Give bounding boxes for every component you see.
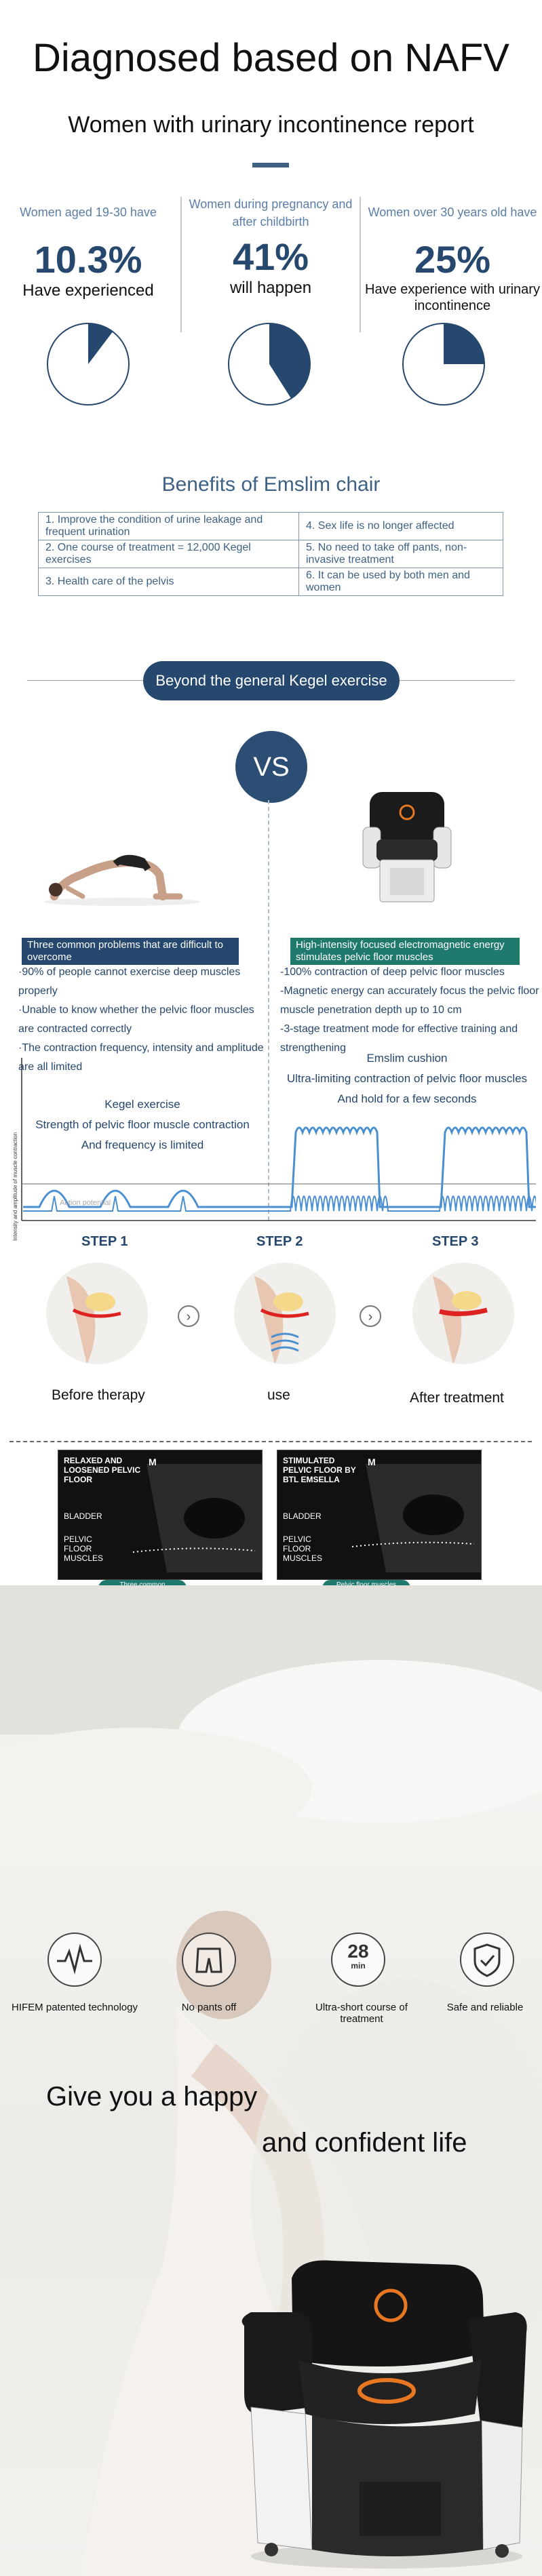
stat-description: Have experience with urinary incontinenc… xyxy=(365,282,540,313)
phase-label-use: use xyxy=(267,1387,290,1403)
stat-value: 41% xyxy=(232,235,309,278)
pie-chart-1 xyxy=(47,323,130,405)
report-subtitle: Women with urinary incontinence report xyxy=(68,112,474,138)
benefit-cell: 4. Sex life is no longer affected xyxy=(298,512,503,540)
table-row: 1. Improve the condition of urine leakag… xyxy=(38,512,503,540)
benefit-cell: 1. Improve the condition of urine leakag… xyxy=(38,512,299,540)
right-point: -Magnetic energy can accurately focus th… xyxy=(280,985,539,1016)
left-chart-title: Kegel exercise xyxy=(104,1098,180,1111)
table-row: 3. Health care of the pelvis 6. It can b… xyxy=(38,568,503,596)
benefit-cell: 3. Health care of the pelvis xyxy=(38,568,299,596)
emslim-chair-illustration xyxy=(362,792,452,903)
stat-column-1: Women aged 19-30 have 10.3% Have experie… xyxy=(3,203,173,300)
pie-chart-3 xyxy=(402,323,485,405)
left-chart-line: And frequency is limited xyxy=(81,1138,204,1151)
y-axis-label-box: Intensity and amplitude of muscle contra… xyxy=(12,1112,20,1241)
ultrasound-card-stimulated: STIMULATED PELVIC FLOOR BY BTL EMSELLA M… xyxy=(277,1450,482,1580)
next-arrow-button[interactable]: › xyxy=(360,1305,381,1327)
stat-value: 25% xyxy=(414,238,491,281)
contraction-waveform-graph xyxy=(21,1058,536,1221)
comparison-divider xyxy=(268,800,269,1221)
stat-column-2: Women during pregnancy and after childbi… xyxy=(186,197,355,298)
left-point: ·The contraction frequency, intensity an… xyxy=(18,1042,264,1073)
benefit-cell: 6. It can be used by both men and women xyxy=(298,568,503,596)
pie-slice xyxy=(444,323,484,364)
table-row: 2. One course of treatment = 12,000 Kege… xyxy=(38,540,503,568)
stat-description: will happen xyxy=(229,279,312,297)
stat-value: 10.3% xyxy=(34,238,142,281)
use-illustration xyxy=(234,1263,336,1364)
stat-column-3: Women over 30 years old have 25% Have ex… xyxy=(364,203,541,314)
kegel-exercise-illustration xyxy=(44,854,200,906)
page-title: Diagnosed based on NAFV xyxy=(33,36,509,80)
column-divider xyxy=(180,197,182,332)
stat-caption: Women during pregnancy and after childbi… xyxy=(189,197,353,229)
step-label-1: STEP 1 xyxy=(81,1234,128,1249)
left-chart-caption: Kegel exercise Strength of pelvic floor … xyxy=(27,1094,258,1155)
ultrasound-header: RELAXED AND LOOSENED PELVIC FLOOR xyxy=(64,1456,141,1484)
pelvic-floor-label: PELVIC FLOOR MUSCLES xyxy=(283,1534,323,1563)
title-divider xyxy=(252,163,289,167)
brand-mark: M xyxy=(149,1457,157,1467)
left-point: ·Unable to know whether the pelvic floor… xyxy=(18,1004,254,1035)
pill-left-line xyxy=(27,680,143,681)
ultrasound-header: STIMULATED PELVIC FLOOR BY BTL EMSELLA xyxy=(283,1456,356,1484)
bladder-label: BLADDER xyxy=(64,1511,102,1521)
pill-right-line xyxy=(400,680,515,681)
right-solution-banner: High-intensity focused electromagnetic e… xyxy=(290,938,520,965)
next-arrow-button[interactable]: › xyxy=(178,1305,199,1327)
feature-label: Ultra-short course of treatment xyxy=(315,2002,408,2025)
bladder-label: BLADDER xyxy=(283,1511,322,1521)
benefits-title: Benefits of Emslim chair xyxy=(161,473,381,496)
left-problem-banner: Three common problems that are difficult… xyxy=(22,938,239,965)
ultrasound-card-relaxed: RELAXED AND LOOSENED PELVIC FLOOR M BLAD… xyxy=(58,1450,263,1580)
step-label-3: STEP 3 xyxy=(432,1234,479,1249)
left-points: ·90% of people cannot exercise deep musc… xyxy=(18,963,269,1077)
pants-icon xyxy=(182,1933,236,1987)
tagline-line-2: and confident life xyxy=(262,2128,467,2158)
before-therapy-illustration xyxy=(46,1263,148,1364)
pelvic-floor-label: PELVIC FLOOR MUSCLES xyxy=(64,1534,104,1563)
ultrasound-divider xyxy=(9,1441,532,1442)
phase-label-before: Before therapy xyxy=(52,1387,145,1403)
right-chart-title: Emslim cushion xyxy=(366,1052,448,1065)
stat-description: Have experienced xyxy=(22,281,154,300)
y-axis-label: Intensity and amplitude of muscle contra… xyxy=(12,1132,18,1241)
benefits-table: 1. Improve the condition of urine leakag… xyxy=(38,512,503,596)
pie-chart-2 xyxy=(228,323,311,405)
right-points: -100% contraction of deep pelvic floor m… xyxy=(280,963,541,1058)
feature-label: No pants off xyxy=(181,2002,237,2013)
stat-caption: Women aged 19-30 have xyxy=(20,205,157,219)
tagline-line-1: Give you a happy xyxy=(46,2082,258,2112)
stat-caption: Women over 30 years old have xyxy=(368,205,537,219)
timer-unit: min xyxy=(351,1961,366,1970)
left-point: ·90% of people cannot exercise deep musc… xyxy=(18,966,241,997)
right-point: -3-stage treatment mode for effective tr… xyxy=(280,1023,518,1054)
right-chart-line: And hold for a few seconds xyxy=(337,1092,477,1105)
step-label-2: STEP 2 xyxy=(256,1234,303,1249)
heartbeat-waveform-icon xyxy=(47,1933,102,1987)
brand-mark: M xyxy=(368,1457,376,1467)
benefit-cell: 5. No need to take off pants, non-invasi… xyxy=(298,540,503,568)
feature-label: HIFEM patented technology xyxy=(12,2002,138,2013)
shield-check-icon xyxy=(460,1933,514,1987)
right-chart-caption: Emslim cushion Ultra-limiting contractio… xyxy=(278,1048,536,1109)
left-chart-line: Strength of pelvic floor muscle contract… xyxy=(35,1118,250,1131)
pie-slice xyxy=(88,323,113,364)
after-treatment-illustration xyxy=(412,1263,514,1364)
timer-number: 28 xyxy=(347,1941,369,1962)
right-chart-line: Ultra-limiting contraction of pelvic flo… xyxy=(286,1072,528,1085)
section-pill: Beyond the general Kegel exercise xyxy=(143,661,400,700)
action-potential-label: Action potential xyxy=(60,1199,111,1207)
vs-badge: VS xyxy=(235,731,307,803)
feature-label: Safe and reliable xyxy=(446,2002,524,2013)
emslim-chair-product xyxy=(241,2260,527,2569)
phase-label-after: After treatment xyxy=(410,1390,504,1406)
right-point: -100% contraction of deep pelvic floor m… xyxy=(280,966,505,978)
benefit-cell: 2. One course of treatment = 12,000 Kege… xyxy=(38,540,299,568)
timer-28-icon: 28 min xyxy=(331,1933,385,1987)
pie-slice xyxy=(269,323,311,399)
column-divider xyxy=(360,197,361,332)
